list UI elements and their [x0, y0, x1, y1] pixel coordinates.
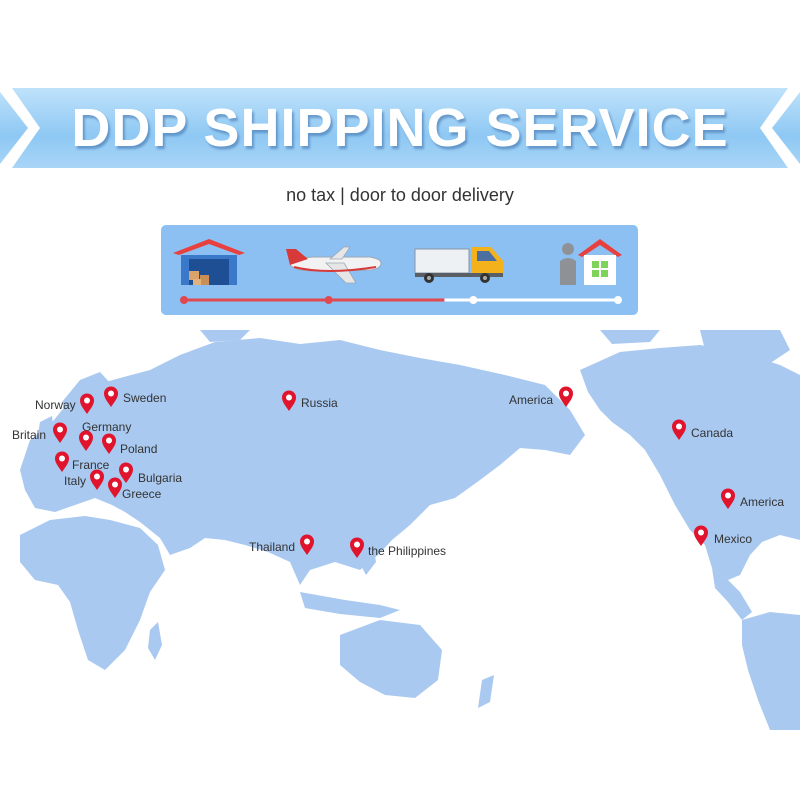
subtitle: no tax | door to door delivery [286, 185, 514, 205]
location-pin-icon [299, 534, 315, 556]
right-chevron-decoration [760, 88, 800, 168]
location-pin-icon [101, 433, 117, 455]
landmass-madagascar [148, 622, 162, 660]
truck-icon [414, 247, 503, 283]
left-chevron-decoration [0, 88, 40, 168]
location-pin-icon [78, 430, 94, 452]
title-banner: DDP SHIPPING SERVICE [0, 88, 800, 168]
location-pin-icon [107, 477, 123, 499]
location-label: Canada [691, 426, 734, 440]
landmass-britain [38, 416, 55, 448]
location-label: Greece [122, 487, 162, 501]
landmass-greenland [700, 330, 790, 370]
landmass-arctic-islands [200, 330, 660, 344]
location-pin-icon [281, 390, 297, 412]
location-pin-icon [671, 419, 687, 441]
location-label: Germany [82, 420, 132, 434]
location-label: Britain [12, 428, 47, 442]
location-label: Norway [35, 398, 76, 412]
location-label: America [740, 495, 785, 509]
landmass-south-america [742, 612, 800, 730]
landmass-central-america [712, 568, 752, 620]
location-pin-icon [720, 488, 736, 510]
location-pin-icon [79, 393, 95, 415]
landmass-japan [390, 455, 418, 510]
warehouse-icon [173, 239, 245, 285]
location-label: France [72, 458, 110, 472]
landmass-north-america [580, 345, 800, 580]
progress-step-dot [324, 296, 333, 304]
location-pin-icon [693, 525, 709, 547]
landmass-indonesia [300, 592, 400, 618]
location-label: Bulgaria [138, 471, 183, 485]
location-pin-icon [52, 422, 68, 444]
location-label: Italy [64, 474, 87, 488]
location-pin-icon [89, 469, 105, 491]
landmass-australia [340, 620, 442, 698]
location-label: Sweden [123, 391, 167, 405]
shipping-progress-bar [180, 296, 622, 304]
location-label: Mexico [714, 532, 753, 546]
world-map [20, 330, 800, 730]
landmass-africa [20, 516, 165, 670]
location-pin-icon [103, 386, 119, 408]
location-label: Russia [301, 396, 338, 410]
location-label: Thailand [249, 540, 296, 554]
airplane-icon [286, 246, 382, 284]
progress-step-dot [469, 296, 478, 304]
progress-step-dot [180, 296, 188, 304]
landmass-newzealand [478, 675, 494, 708]
location-pin-icon [558, 386, 574, 408]
location-pin-icon [54, 451, 70, 473]
location-label: America [509, 393, 554, 407]
progress-fill [184, 298, 445, 302]
home-delivery-icon [560, 239, 622, 285]
landmass-eurasia [20, 338, 585, 585]
location-label: Poland [120, 442, 158, 456]
page-title: DDP SHIPPING SERVICE [71, 98, 729, 158]
progress-step-dot [614, 296, 622, 304]
location-pin-icon [118, 462, 134, 484]
location-pin-icon [349, 537, 365, 559]
location-label: the Philippines [368, 544, 447, 558]
